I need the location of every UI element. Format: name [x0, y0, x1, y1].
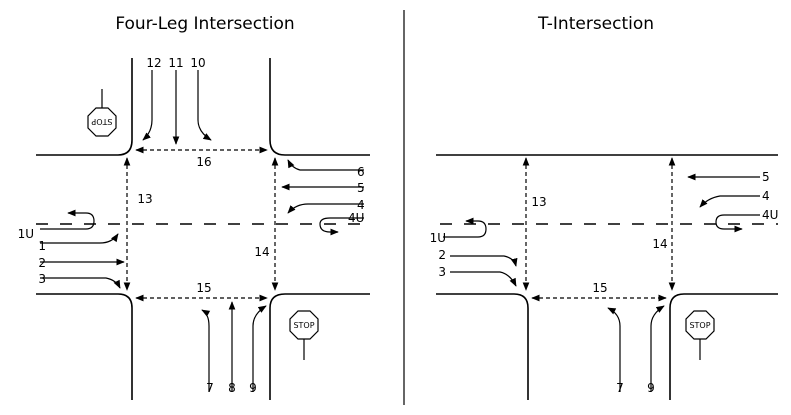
four-leg-ped-crossings [123, 146, 279, 302]
movement-label: 3 [38, 272, 46, 286]
ped-label: 15 [592, 281, 607, 295]
stop-sign-icon: STOP [87, 89, 117, 137]
movement-label: 4U [348, 211, 364, 225]
four-leg-panel: Four-Leg Intersection [18, 14, 370, 400]
four-leg-labels: 12 11 10 16 13 14 15 1U 1 2 3 6 5 4 4U 7… [18, 56, 365, 395]
movement-label: 9 [647, 381, 655, 395]
movement-label: 5 [762, 170, 770, 184]
t-intersection-movement-arrows [443, 173, 760, 392]
ped-label: 14 [652, 237, 667, 251]
four-leg-road-edges [36, 58, 370, 400]
t-intersection-ped-crossings [522, 157, 676, 302]
movement-label: 4 [762, 189, 770, 203]
movement-label: 1 [38, 239, 46, 253]
movement-label: 4U [762, 208, 778, 222]
movement-label: 5 [357, 181, 365, 195]
movement-label: 4 [357, 198, 365, 212]
movement-label: 3 [438, 265, 446, 279]
movement-label: 7 [206, 381, 214, 395]
t-intersection-title: T-Intersection [537, 14, 654, 34]
four-leg-title: Four-Leg Intersection [115, 14, 294, 34]
ped-label: 13 [531, 195, 546, 209]
svg-text:STOP: STOP [91, 117, 112, 126]
movement-label: 2 [438, 248, 446, 262]
t-intersection-labels: 13 14 15 1U 2 3 5 4 4U 7 9 [430, 170, 779, 395]
movement-label: 11 [168, 56, 183, 70]
ped-label: 15 [196, 281, 211, 295]
t-intersection-road-edges [436, 154, 778, 400]
movement-label: 1U [430, 231, 446, 245]
t-intersection-panel: T-Intersection 13 [430, 14, 779, 400]
movement-label: 1U [18, 227, 34, 241]
movement-label: 12 [146, 56, 161, 70]
ped-label: 14 [254, 245, 269, 259]
stop-sign-icon: STOP [289, 310, 319, 360]
ped-label: 13 [137, 192, 152, 206]
movement-label: 9 [249, 381, 257, 395]
movement-label: 6 [357, 165, 365, 179]
movement-label: 8 [228, 381, 236, 395]
movement-label: 7 [616, 381, 624, 395]
svg-text:STOP: STOP [293, 321, 314, 330]
movement-label: 10 [190, 56, 205, 70]
four-leg-movement-arrows [40, 70, 364, 392]
stop-sign-icon: STOP [685, 310, 715, 360]
ped-label: 16 [196, 155, 211, 169]
svg-text:STOP: STOP [689, 321, 710, 330]
movement-label: 2 [38, 256, 46, 270]
